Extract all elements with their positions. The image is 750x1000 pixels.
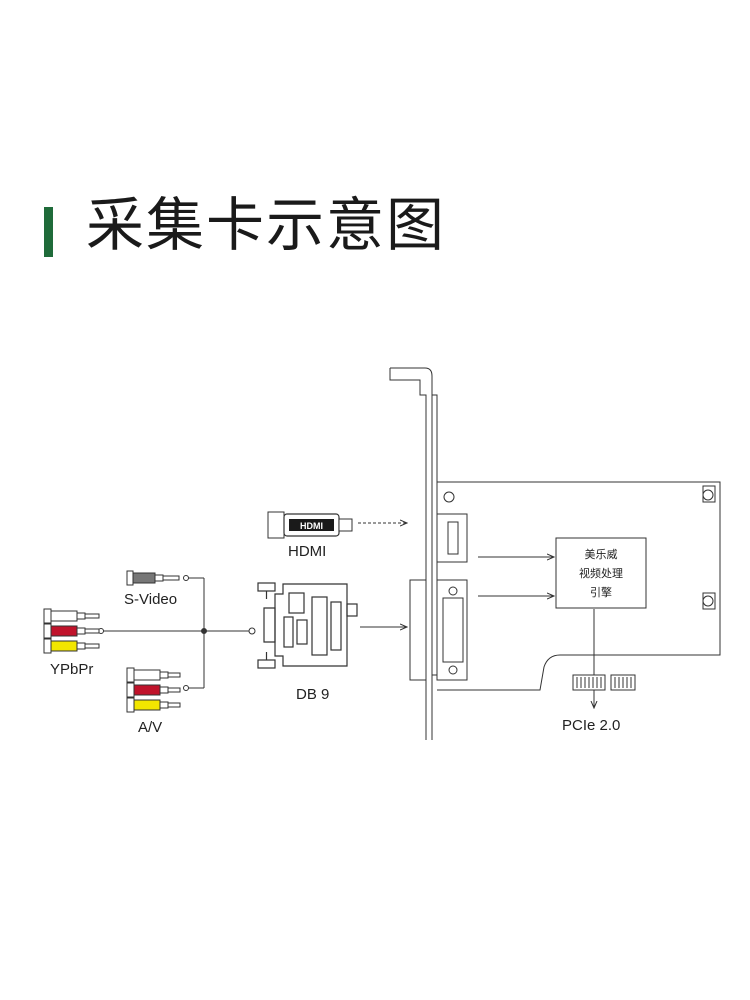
hdmi-label: HDMI [288, 543, 327, 560]
svideo-label: S-Video [124, 591, 178, 608]
pcie-gold-fingers [572, 674, 636, 691]
chip-label-line2: 视频处理 [579, 567, 623, 580]
av-red-plug [126, 682, 181, 698]
pcie-label: PCIe 2.0 [562, 717, 621, 734]
ypbpr-plugs [43, 608, 100, 654]
pcb-board [437, 481, 721, 691]
ypbpr-red-plug [43, 623, 100, 639]
av-white-plug [126, 667, 181, 683]
av-yellow-plug [126, 697, 181, 713]
hdmi-plug: HDMI [267, 511, 353, 539]
svideo-plug [126, 570, 180, 586]
chip-label-line1: 美乐威 [584, 548, 618, 561]
ypbpr-label: YPbPr [50, 661, 94, 678]
board-db9-socket [409, 579, 468, 681]
db9-connector [257, 582, 358, 669]
board-mount-hole [443, 491, 455, 503]
board-mount-hole [702, 489, 714, 501]
av-plugs [126, 667, 181, 713]
board-mount-hole [702, 595, 714, 607]
chip-label-line3: 引擎 [590, 586, 612, 599]
page-title: 采集卡示意图 [86, 191, 447, 259]
av-label: A/V [138, 719, 163, 736]
hdmi-plug-logo: HDMI [300, 521, 323, 531]
ypbpr-white-plug [43, 608, 100, 624]
video-processor-chip [555, 537, 647, 609]
pci-bracket [389, 367, 438, 740]
board-hdmi-socket [436, 513, 468, 563]
connection-tree [98, 575, 256, 691]
db9-label: DB 9 [296, 686, 330, 703]
title-accent-bar [44, 207, 53, 257]
ypbpr-yellow-plug [43, 638, 100, 654]
